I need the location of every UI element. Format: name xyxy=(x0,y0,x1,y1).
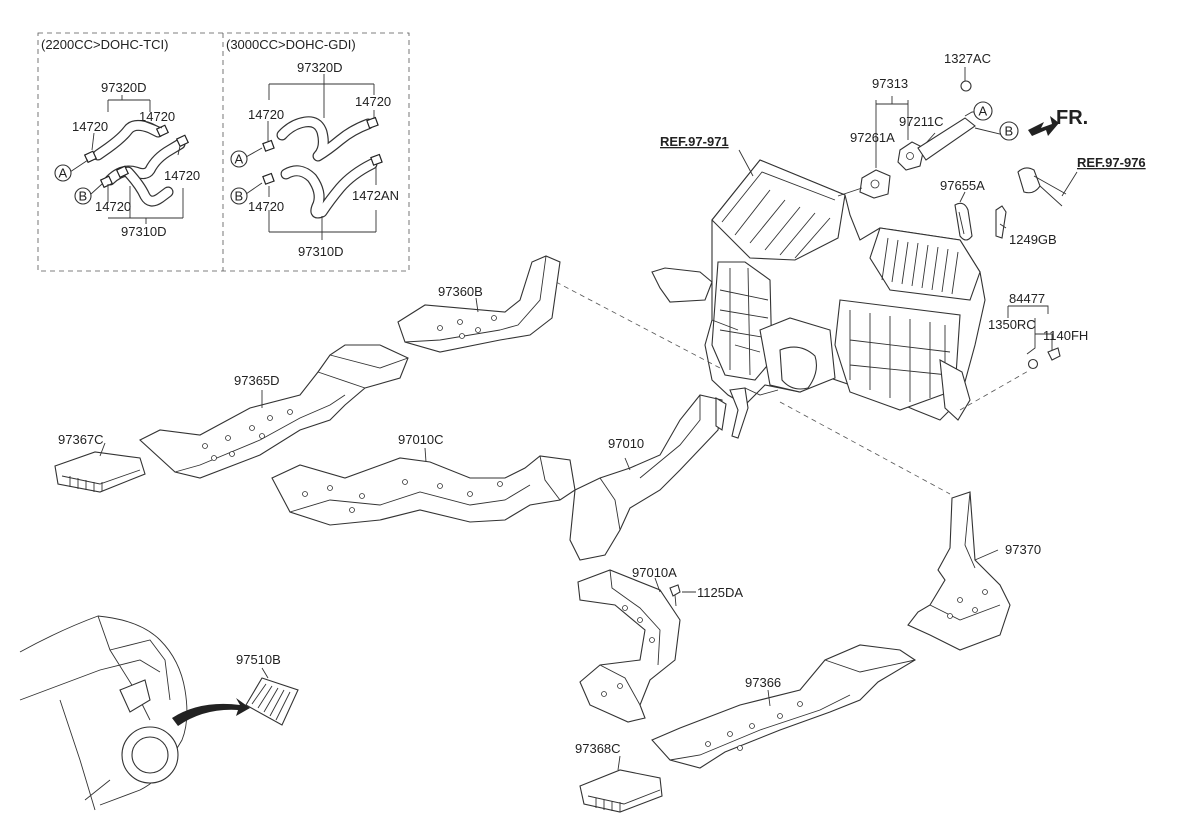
upper-right-fittings xyxy=(837,67,1067,370)
ref-circle-a-main xyxy=(973,101,993,121)
ref-circle-a-3000 xyxy=(230,150,248,168)
duct-97370 xyxy=(907,491,1011,651)
part-14720-2200-left: 14720 xyxy=(72,119,108,134)
reference-97-971-leader xyxy=(738,149,754,177)
ref-circle-a-3000-label: A xyxy=(235,152,244,167)
duct-97010 xyxy=(569,394,727,561)
part-97010: 97010 xyxy=(608,436,644,451)
part-14720-2200-right: 14720 xyxy=(139,109,175,124)
part-1327AC-graphic xyxy=(960,80,972,92)
part-97310D-2200: 97310D xyxy=(121,224,167,239)
part-97366: 97366 xyxy=(745,675,781,690)
part-1140FH: 1140FH xyxy=(1043,328,1088,343)
ref-circle-a-2200-label: A xyxy=(59,166,68,181)
part-97655A: 97655A xyxy=(940,178,985,193)
engine-a-label: (2200CC>DOHC-TCI) xyxy=(41,37,169,52)
ref-circle-a-2200 xyxy=(54,164,72,182)
engine-b-label: (3000CC>DOHC-GDI) xyxy=(226,37,356,52)
part-1140FH-graphic xyxy=(1047,347,1061,361)
dash-leader-fasteners xyxy=(959,369,1031,411)
part-97365D: 97365D xyxy=(234,373,280,388)
hose-set-2200 xyxy=(83,119,190,207)
part-1350RC-graphic xyxy=(1027,358,1039,370)
grille-97367C xyxy=(54,442,146,493)
part-1472AN-3000: 1472AN xyxy=(352,188,399,203)
part-1125DA: 1125DA xyxy=(697,585,743,600)
inset-border xyxy=(37,32,410,272)
leaders-2200 xyxy=(69,95,184,224)
duct-97365D xyxy=(139,344,409,479)
ref-circle-b-3000 xyxy=(230,187,248,205)
leaders-3000 xyxy=(245,74,377,240)
ref-circle-b-2200-label: B xyxy=(79,189,88,204)
ref-circle-b-main xyxy=(999,121,1019,141)
bolt-1125DA xyxy=(669,584,696,607)
ref-circle-b-3000-label: B xyxy=(235,189,244,204)
part-97310D-3000: 97310D xyxy=(298,244,344,259)
grille-97510B xyxy=(245,667,299,726)
hose-set-3000 xyxy=(262,116,383,219)
vehicle-rear-view xyxy=(19,615,250,811)
part-84477: 84477 xyxy=(1009,291,1045,306)
part-1249GB: 1249GB xyxy=(1009,232,1057,247)
dash-leader-97360B xyxy=(555,281,721,369)
duct-97010C xyxy=(271,447,576,526)
part-1249GB-graphic xyxy=(995,205,1007,239)
part-97368C: 97368C xyxy=(575,741,621,756)
part-14720-3000-top: 14720 xyxy=(248,107,284,122)
part-97370: 97370 xyxy=(1005,542,1041,557)
front-label: FR. xyxy=(1056,107,1088,129)
part-97510B: 97510B xyxy=(236,652,281,667)
reference-97-976-leader xyxy=(1061,171,1078,197)
duct-97010A xyxy=(577,569,681,723)
part-97367C: 97367C xyxy=(58,432,104,447)
part-14720-2200-rightlow: 14720 xyxy=(164,168,200,183)
part-14720-2200-bottom: 14720 xyxy=(95,199,131,214)
part-97261A: 97261A xyxy=(850,130,895,145)
front-direction-arrow: FR. xyxy=(1028,107,1088,136)
part-97320D-2200: 97320D xyxy=(101,80,147,95)
engine-variant-inset: (2200CC>DOHC-TCI) (3000CC>DOHC-GDI) xyxy=(37,32,410,272)
part-97360B: 97360B xyxy=(438,284,483,299)
reference-97-971[interactable]: REF.97-971 xyxy=(660,134,729,149)
hvac-unit-assembly xyxy=(651,159,986,439)
ref-circle-a-main-label: A xyxy=(979,104,988,119)
ref-circle-b-2200 xyxy=(74,187,92,205)
part-97010A: 97010A xyxy=(632,565,677,580)
part-97313: 97313 xyxy=(872,76,908,91)
reference-97-976[interactable]: REF.97-976 xyxy=(1077,155,1146,170)
part-97320D-3000: 97320D xyxy=(297,60,343,75)
dash-leader-97370 xyxy=(779,401,951,495)
duct-97360B xyxy=(397,255,561,353)
part-1350RC: 1350RC xyxy=(988,317,1036,332)
part-14720-3000-bottom: 14720 xyxy=(248,199,284,214)
duct-97366 xyxy=(651,644,917,769)
part-14720-3000-right: 14720 xyxy=(355,94,391,109)
ref-circle-b-main-label: B xyxy=(1005,124,1014,139)
part-97211C: 97211C xyxy=(899,114,944,129)
part-97010C: 97010C xyxy=(398,432,444,447)
part-1327AC: 1327AC xyxy=(944,51,991,66)
grille-97368C xyxy=(579,755,663,813)
part-97655A-graphic xyxy=(954,202,973,241)
